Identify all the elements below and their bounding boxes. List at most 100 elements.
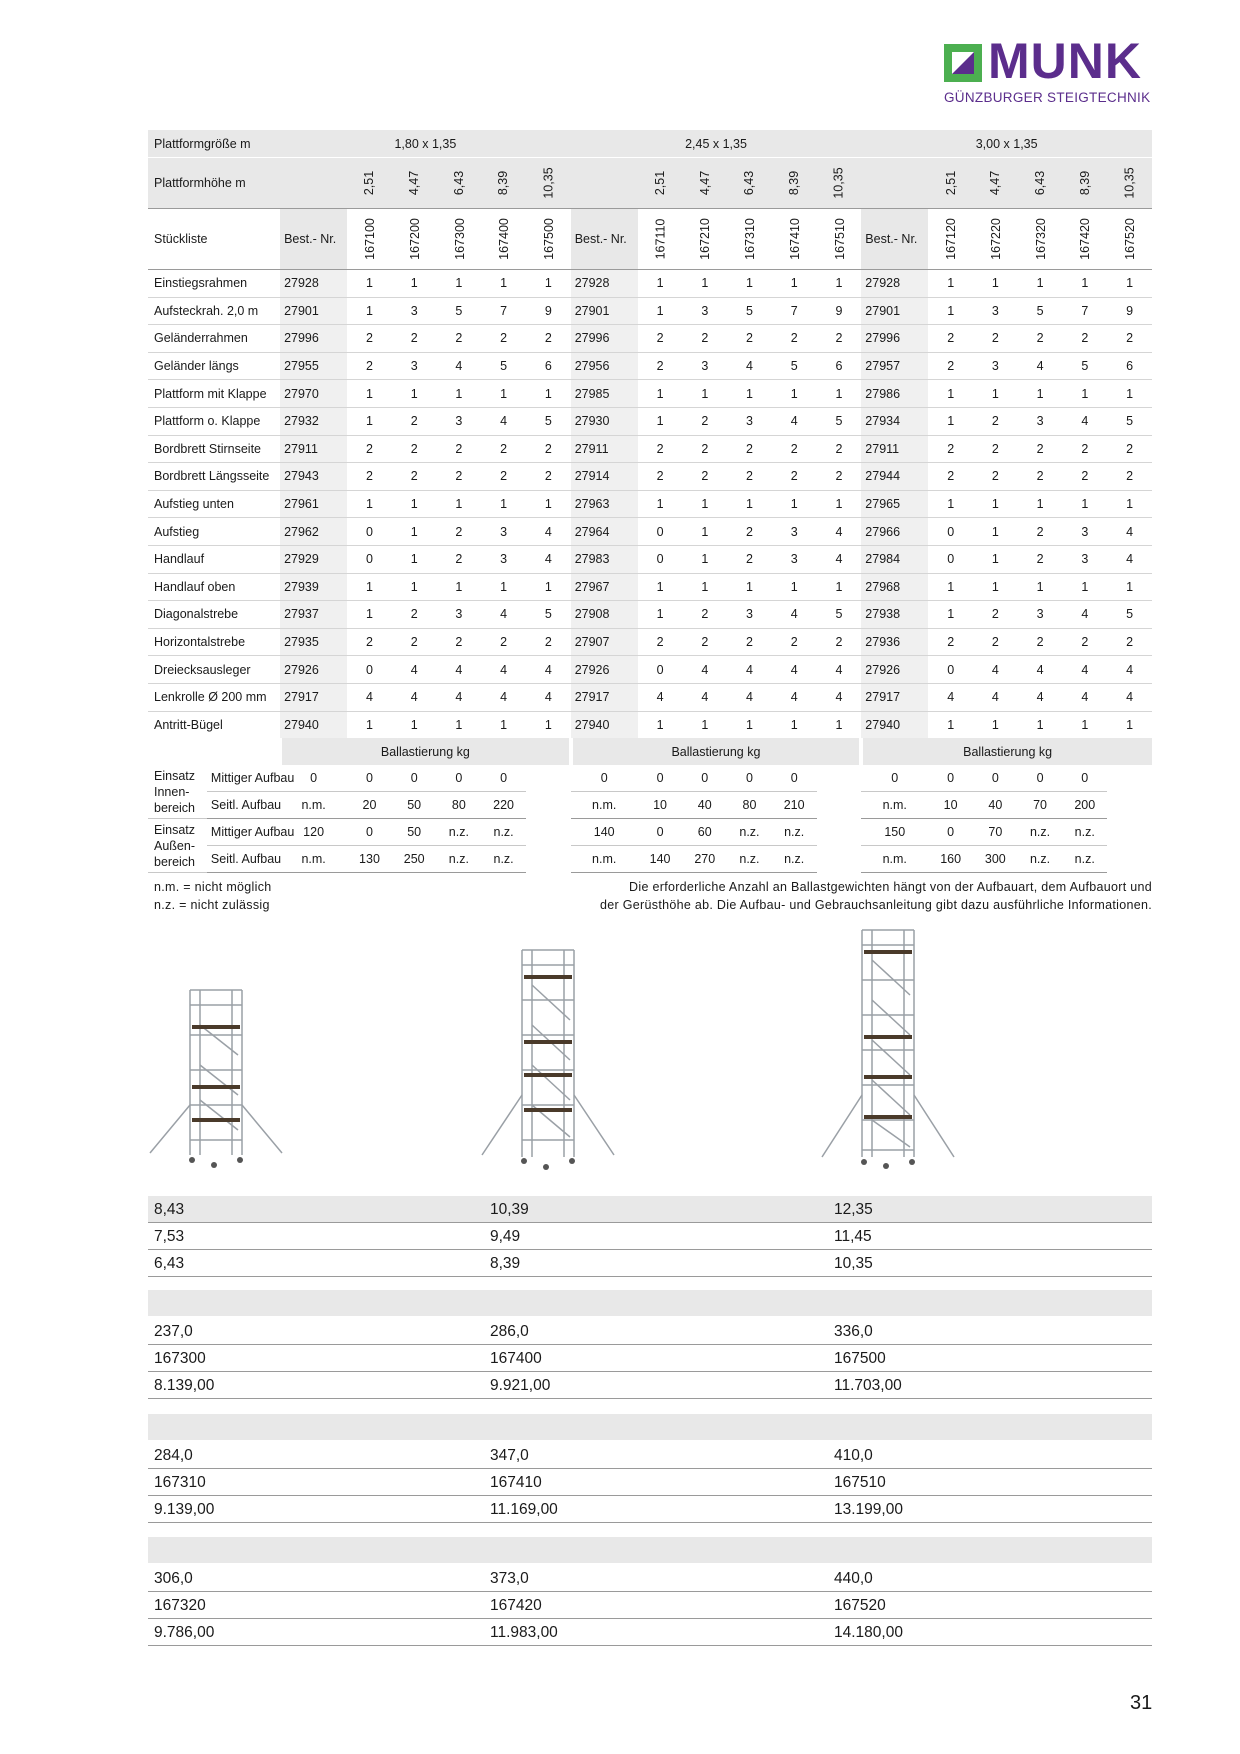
scaffold-tower-large-image — [821, 929, 955, 1169]
spacer-cell — [817, 819, 862, 846]
part-quantity: 1 — [1062, 269, 1108, 298]
summary-value: 10,39 — [490, 1201, 529, 1218]
part-quantity: 1 — [637, 600, 683, 629]
ballast-value: 70 — [1017, 791, 1063, 819]
part-quantity: 4 — [1107, 517, 1152, 546]
summary-value: 11,45 — [834, 1228, 872, 1245]
platform-size-2: 2,45 x 1,35 — [570, 130, 862, 158]
part-quantity: 1 — [347, 379, 392, 408]
platform-height-value: 6,43 — [436, 157, 482, 209]
part-quantity: 1 — [1107, 711, 1152, 740]
part-quantity: 1 — [771, 269, 817, 298]
ballast-value: 0 — [1017, 765, 1063, 792]
article-number: 167320 — [1017, 208, 1063, 270]
ballast-value: n.z. — [1017, 818, 1063, 846]
part-quantity: 1 — [1062, 490, 1108, 519]
part-quantity: 0 — [347, 517, 392, 546]
part-quantity: 4 — [1062, 600, 1108, 629]
part-order-number: 27926 — [570, 655, 638, 684]
part-quantity: 1 — [436, 711, 482, 740]
part-quantity: 4 — [436, 683, 482, 712]
platform-height-value-text: 2,51 — [362, 170, 377, 196]
part-order-number: 27908 — [570, 600, 638, 629]
part-quantity: 1 — [682, 269, 728, 298]
ballast-value: 0 — [391, 765, 437, 792]
ballast-header-2: Ballastierung kg — [568, 738, 862, 765]
platform-height-label: Plattformhöhe m — [148, 157, 281, 209]
part-quantity: 4 — [525, 545, 571, 574]
part-quantity: 3 — [682, 352, 728, 381]
part-quantity: 4 — [347, 683, 392, 712]
ballast-value: 130 — [347, 845, 392, 873]
info-line-2: der Gerüsthöhe ab. Die Aufbau- und Gebra… — [600, 898, 1152, 912]
part-quantity: 1 — [771, 711, 817, 740]
ballast-value: n.z. — [727, 818, 772, 846]
part-quantity: 2 — [1017, 628, 1063, 657]
ballast-value: n.z. — [1062, 845, 1108, 873]
ballast-value: 70 — [972, 818, 1018, 846]
part-name: Geländerrahmen — [148, 324, 281, 353]
ballast-value: n.z. — [771, 818, 817, 846]
part-name: Horizontalstrebe — [148, 628, 281, 657]
part-quantity: 1 — [525, 490, 571, 519]
article-number: 167210 — [682, 208, 728, 270]
part-quantity: 2 — [391, 600, 437, 629]
part-quantity: 4 — [973, 655, 1018, 684]
part-quantity: 1 — [973, 269, 1018, 298]
part-quantity: 1 — [973, 379, 1018, 408]
part-quantity: 2 — [727, 628, 772, 657]
part-quantity: 1 — [771, 379, 817, 408]
article-number-text: 167520 — [1123, 218, 1138, 260]
part-order-number: 27955 — [280, 352, 348, 381]
part-quantity: 2 — [391, 628, 437, 657]
einsatz-label: Einsatz Innen- bereich — [148, 765, 207, 819]
part-quantity: 5 — [1107, 600, 1152, 629]
part-order-number: 27938 — [861, 600, 929, 629]
article-number-text: 167210 — [698, 218, 713, 260]
part-name: Handlauf oben — [148, 573, 281, 602]
part-quantity: 1 — [727, 573, 772, 602]
part-order-number: 27939 — [280, 573, 348, 602]
part-quantity: 2 — [481, 462, 526, 491]
part-order-number: 27965 — [861, 490, 929, 519]
part-quantity: 2 — [637, 462, 683, 491]
article-number: 167310 — [727, 208, 772, 270]
part-quantity: 0 — [928, 545, 974, 574]
part-quantity: 2 — [436, 628, 482, 657]
platform-height-value-text: 6,43 — [742, 170, 757, 196]
part-name: Dreiecksausleger — [148, 655, 281, 684]
part-quantity: 2 — [973, 628, 1018, 657]
part-quantity: 2 — [973, 435, 1018, 464]
part-quantity: 2 — [973, 462, 1018, 491]
ballast-value: n.z. — [1017, 845, 1063, 873]
part-quantity: 1 — [637, 573, 683, 602]
part-quantity: 2 — [771, 435, 817, 464]
ballast-value: 0 — [637, 818, 683, 846]
part-quantity: 2 — [1062, 324, 1108, 353]
part-quantity: 4 — [481, 407, 526, 436]
part-quantity: 3 — [1017, 600, 1063, 629]
part-quantity: 2 — [928, 324, 974, 353]
part-order-number: 27901 — [280, 297, 348, 326]
part-quantity: 1 — [347, 297, 392, 326]
part-quantity: 2 — [525, 462, 571, 491]
part-quantity: 3 — [973, 352, 1018, 381]
platform-height-value-text: 8,39 — [787, 170, 802, 196]
summary-value: 9.139,00 — [154, 1501, 215, 1518]
spacer-cell — [526, 819, 571, 846]
part-order-number: 27986 — [861, 379, 929, 408]
summary-value: 12,35 — [834, 1201, 873, 1218]
part-quantity: 1 — [481, 573, 526, 602]
part-quantity: 4 — [816, 517, 862, 546]
